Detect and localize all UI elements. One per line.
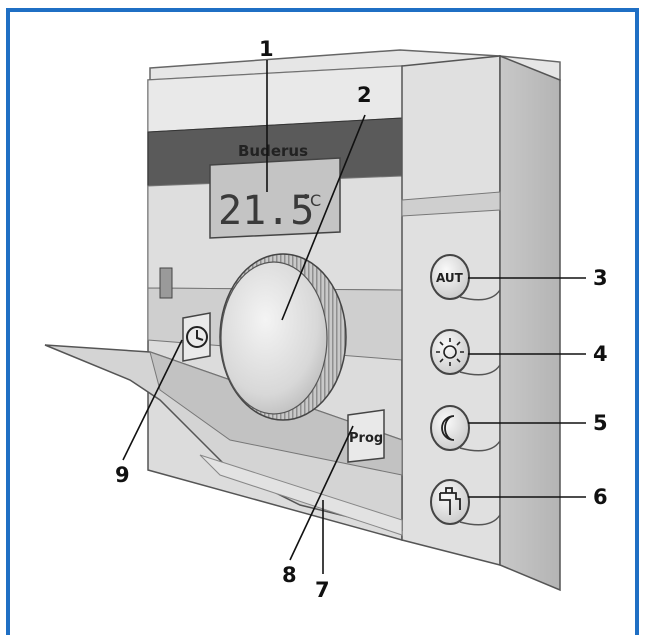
side-tab xyxy=(159,267,173,299)
callout-6: 6 xyxy=(593,485,608,509)
rotary-knob[interactable] xyxy=(220,261,328,415)
clock-button[interactable] xyxy=(182,312,211,362)
callout-7: 7 xyxy=(315,578,330,602)
sun-icon xyxy=(436,338,464,366)
auto-button[interactable]: AUT xyxy=(430,254,501,301)
panel-ledge xyxy=(401,191,501,217)
leader-line-2 xyxy=(281,114,366,321)
callout-8: 8 xyxy=(282,563,297,587)
lcd-window xyxy=(209,157,341,239)
auto-button-label: AUT xyxy=(436,271,464,285)
brand-logo: Buderus xyxy=(238,142,308,160)
day-button[interactable] xyxy=(430,329,501,376)
lcd-temperature: 21.5 xyxy=(218,188,314,234)
callout-5: 5 xyxy=(593,411,608,435)
leader-line-8 xyxy=(289,425,354,561)
hot-water-button[interactable] xyxy=(430,479,501,526)
clock-icon xyxy=(186,326,208,348)
tap-icon xyxy=(439,487,461,515)
night-button[interactable] xyxy=(430,405,501,452)
callout-1: 1 xyxy=(259,37,274,61)
housing-side xyxy=(499,54,561,592)
callout-3: 3 xyxy=(593,266,608,290)
moon-icon xyxy=(441,415,455,441)
prog-button[interactable]: Prog xyxy=(347,409,385,463)
callout-4: 4 xyxy=(593,342,608,366)
leader-line-9 xyxy=(122,339,183,461)
callout-9: 9 xyxy=(115,463,130,487)
prog-button-label: Prog xyxy=(349,431,383,446)
leader-lines xyxy=(122,60,586,574)
callout-2: 2 xyxy=(357,83,372,107)
flap-lower-lip xyxy=(199,454,403,536)
lcd-unit: °C xyxy=(302,191,321,210)
